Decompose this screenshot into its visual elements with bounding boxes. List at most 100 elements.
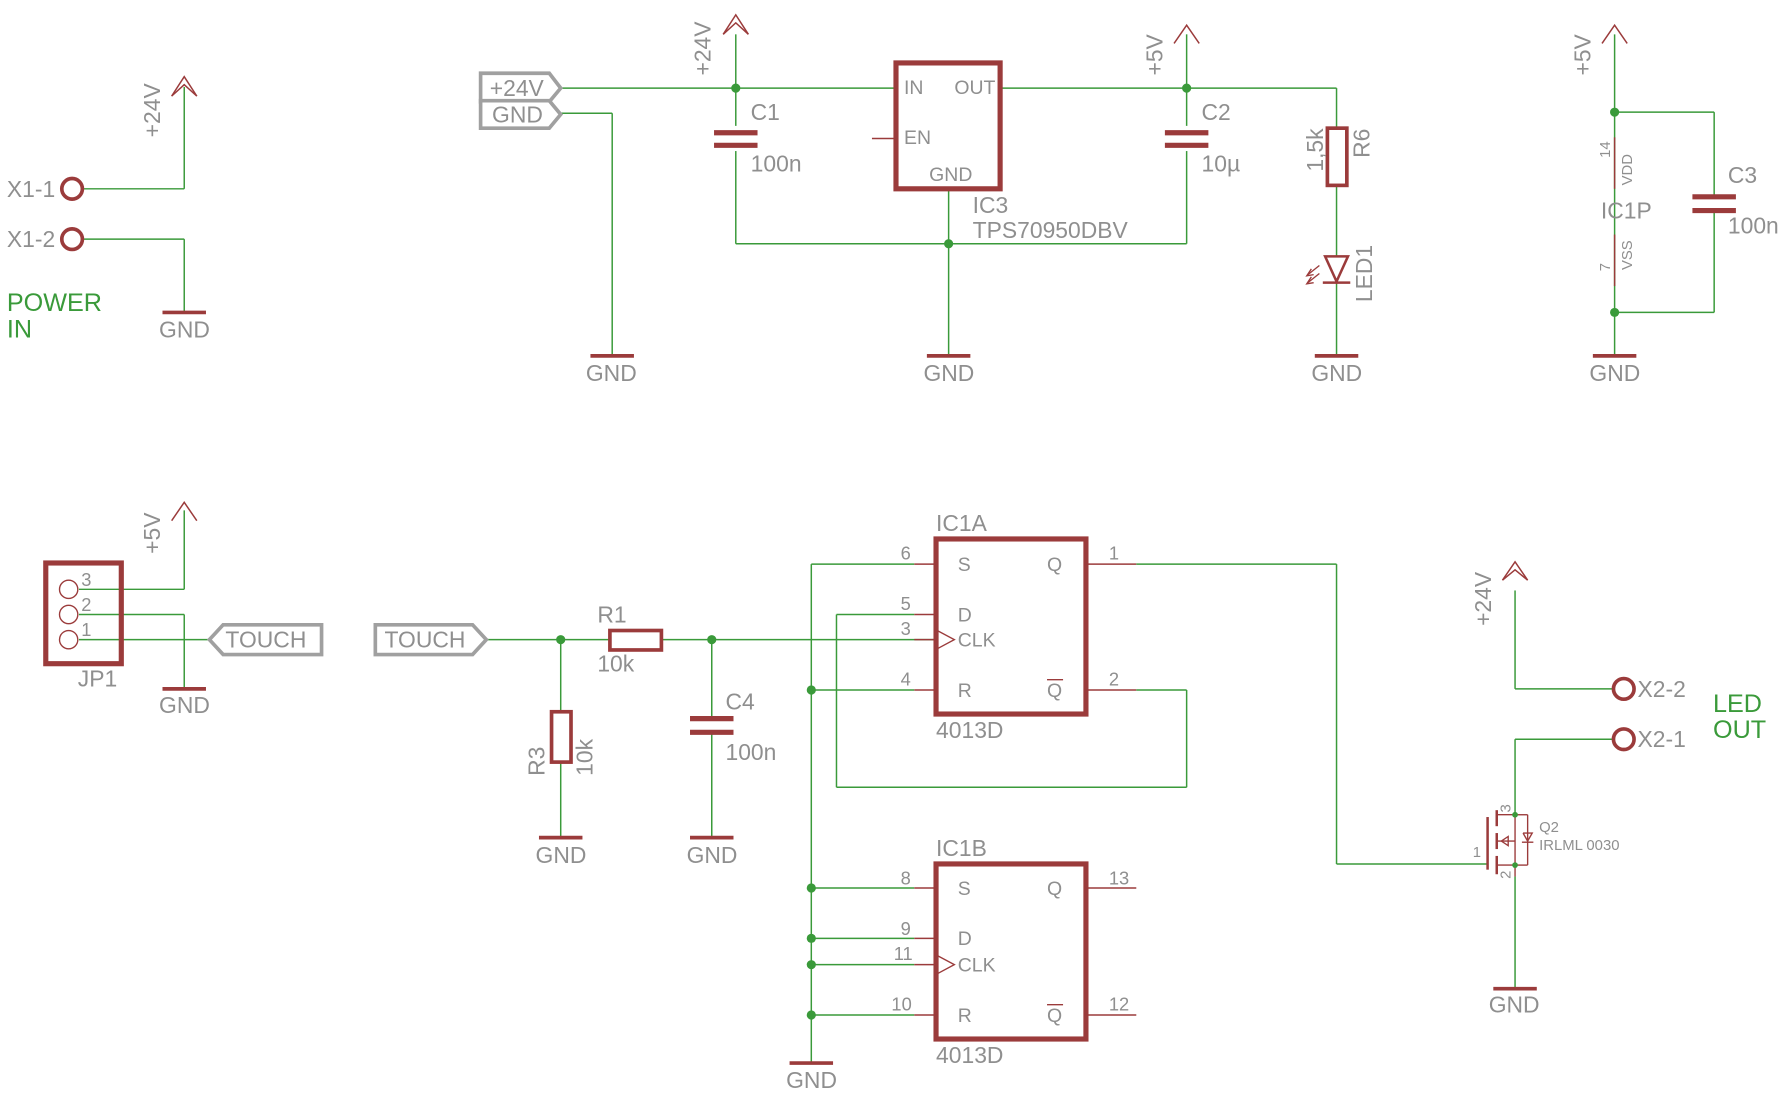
ic3-pin-in: IN <box>904 77 923 99</box>
ic1a-pin5: 5 <box>901 593 911 614</box>
led-out-label-2: OUT <box>1713 716 1766 744</box>
x2-2-label: X2-2 <box>1637 676 1685 702</box>
supply-24v-mosfet: +24V <box>1470 560 1529 626</box>
flipflop-ic1b[interactable]: S D CLK R Q Q 8 9 11 10 13 12 IC1B 4013D <box>891 835 1137 1068</box>
gnd-label: GND <box>536 842 587 868</box>
ic1p-vdd: VDD <box>1620 154 1636 186</box>
c4-name: C4 <box>725 688 755 714</box>
led-out-label: LED <box>1713 690 1762 718</box>
x2-1-label: X2-1 <box>1637 726 1685 752</box>
led1-name: LED1 <box>1351 245 1377 302</box>
net-flag-label: +24V <box>490 75 545 101</box>
jp1-name: JP1 <box>78 666 117 692</box>
ic3-value: TPS70950DBV <box>973 217 1129 243</box>
q2-name: Q2 <box>1539 820 1559 836</box>
supply-label: +5V <box>1142 33 1168 75</box>
ic3-pin-out: OUT <box>954 77 995 99</box>
ic1p-pin14: 14 <box>1598 141 1614 158</box>
resistor-r6[interactable]: R6 1,5k <box>1302 126 1375 188</box>
net-flag-label: GND <box>492 101 543 127</box>
gnd-ic1p: GND <box>1589 354 1640 386</box>
ic1p-power-pins[interactable]: 14 VDD IC1P VSS 7 <box>1598 141 1652 271</box>
jp1-pin-3: 3 <box>81 569 91 590</box>
ic3-pin-gnd: GND <box>929 164 972 186</box>
net-flag-touch: TOUCH <box>373 622 489 657</box>
mosfet-q2[interactable]: 1 2 3 Q2 IRLML 0030 <box>1473 804 1620 879</box>
gnd-x1: GND <box>159 310 210 343</box>
ic1b-pin13: 13 <box>1109 868 1129 889</box>
resistor-r3[interactable]: R3 10k <box>524 709 598 776</box>
touch-filter-block: TOUCH R1 10k R3 10k C4 100n GND GND <box>373 601 937 868</box>
q2-pin2: 2 <box>1498 871 1514 879</box>
gnd-led: GND <box>1311 354 1362 386</box>
gnd-label: GND <box>159 317 210 343</box>
connector-x1-1[interactable]: X1-1 <box>7 176 85 202</box>
net-flag-gnd: GND <box>478 98 564 130</box>
net-flag-label: TOUCH <box>384 627 465 653</box>
net-flag-label: TOUCH <box>225 627 306 653</box>
ic1b-name: IC1B <box>936 835 987 861</box>
q2-value: IRLML 0030 <box>1539 838 1619 854</box>
r1-name: R1 <box>597 601 626 627</box>
ic1b-q: Q <box>1047 878 1062 900</box>
c1-value: 100n <box>751 151 802 177</box>
supply-label: +5V <box>139 512 165 554</box>
x1-2-label: X1-2 <box>7 226 55 252</box>
ic1b-pin12: 12 <box>1109 993 1129 1014</box>
capacitor-c3[interactable]: C3 100n <box>1692 162 1779 238</box>
jp1-pin-2: 2 <box>81 594 91 615</box>
ic1a-d: D <box>958 604 972 626</box>
ic1a-pin6: 6 <box>901 543 911 564</box>
ic1a-pin3: 3 <box>901 618 911 639</box>
c4-value: 100n <box>725 739 776 765</box>
ic1b-r: R <box>958 1005 972 1027</box>
connector-x2-2[interactable]: X2-2 <box>1611 676 1686 702</box>
flipflop-ic1a[interactable]: S D CLK R Q Q 6 5 3 4 1 2 IC1A 4013D <box>901 510 1137 743</box>
ic1b-pin11: 11 <box>894 943 913 964</box>
supply-label: +5V <box>1570 33 1596 75</box>
led-led1[interactable]: LED1 <box>1305 245 1377 302</box>
capacitor-c4[interactable]: C4 100n <box>690 688 776 765</box>
ic1a-name: IC1A <box>936 510 988 536</box>
ic1p-name: IC1P <box>1601 198 1652 224</box>
c3-name: C3 <box>1728 162 1757 188</box>
connector-x1-2[interactable]: X1-2 <box>7 226 85 252</box>
ic1p-vss: VSS <box>1620 240 1636 270</box>
net-flag-24v: +24V <box>478 71 564 104</box>
gnd-c4: GND <box>687 835 737 868</box>
r6-value: 1,5k <box>1302 128 1328 172</box>
c2-value: 10µ <box>1202 151 1241 177</box>
gnd-label: GND <box>586 360 637 386</box>
regulator-ic3[interactable]: IN OUT EN GND IC3 TPS70950DBV <box>871 60 1129 243</box>
r1-value: 10k <box>597 651 634 677</box>
r3-value: 10k <box>572 738 598 775</box>
gnd-jp1: GND <box>159 687 210 718</box>
resistor-r1[interactable]: R1 10k <box>597 601 664 677</box>
supply-24v-reg: +24V <box>690 13 749 76</box>
supply-5v-ic1p: +5V <box>1570 23 1628 76</box>
c2-name: C2 <box>1202 99 1231 125</box>
ic1a-clk: CLK <box>958 630 996 652</box>
header-jp1[interactable]: 3 2 1 JP1 <box>43 560 124 692</box>
capacitor-c2[interactable]: C2 10µ <box>1164 99 1241 177</box>
flipflop-block: GND S D CLK R Q Q 6 5 3 4 1 2 IC1A 40 <box>786 510 1488 1093</box>
supply-label: +24V <box>1470 571 1496 626</box>
jp1-pin-1: 1 <box>81 619 91 640</box>
power-in-block: +24V GND X1-1 X1-2 POWER IN <box>7 75 210 344</box>
gnd-flipflop: GND <box>786 1061 837 1093</box>
ic1a-q: Q <box>1047 554 1062 576</box>
ic1a-pin2: 2 <box>1109 668 1119 689</box>
ic1b-d: D <box>958 928 972 950</box>
gnd-label: GND <box>1589 360 1640 386</box>
capacitor-c1[interactable]: C1 100n <box>714 99 802 177</box>
r6-name: R6 <box>1349 129 1375 158</box>
supply-5v-reg: +5V <box>1142 23 1200 76</box>
connector-x2-1[interactable]: X2-1 <box>1611 726 1686 752</box>
c3-value: 100n <box>1728 212 1779 238</box>
ic1b-pin9: 9 <box>901 918 911 939</box>
gnd-mosfet: GND <box>1489 986 1540 1018</box>
ic1a-r: R <box>958 680 972 702</box>
q2-pin3: 3 <box>1498 804 1514 812</box>
ic1p-block: +5V GND 14 VDD IC1P VSS 7 C3 100n <box>1570 23 1779 386</box>
